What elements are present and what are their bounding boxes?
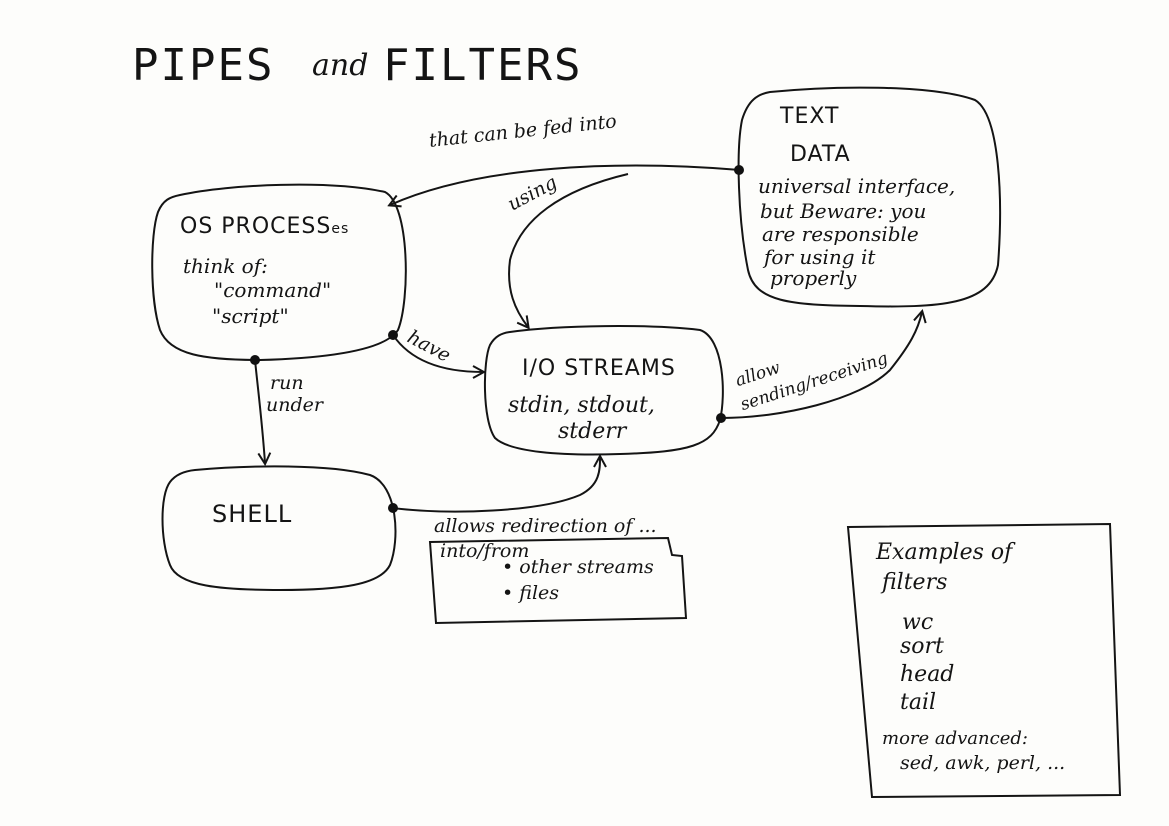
- edge-label-redirection: allows redirection of ...: [434, 515, 657, 537]
- node-text-data-body-3: for using it: [764, 245, 876, 269]
- node-os-processes-title: OS PROCESSes: [180, 214, 349, 239]
- node-io-streams-body-1: stderr: [558, 419, 627, 444]
- bullet-icon: •: [502, 582, 514, 604]
- filters-item-0: wc: [902, 610, 934, 635]
- node-text-data-body-2: are responsible: [762, 222, 919, 246]
- node-io-streams-title: I/O STREAMS: [522, 356, 676, 381]
- redirection-item-0-text: other streams: [519, 556, 654, 578]
- node-shell-shape: [161, 465, 397, 592]
- filters-heading-1: filters: [882, 570, 948, 595]
- edge-dot-processes-run: [250, 355, 260, 365]
- node-shell-title: SHELL: [212, 500, 293, 528]
- edge-processes-have-streams: [392, 334, 483, 372]
- node-os-processes-title-text: OS PROCESS: [180, 214, 332, 239]
- edge-using-to-streams: [508, 173, 629, 327]
- edge-text-to-processes: [390, 164, 741, 205]
- title-pipes: PIPES: [132, 40, 275, 91]
- node-text-data-body-4: properly: [770, 266, 857, 290]
- bullet-icon: •: [502, 556, 514, 578]
- edge-processes-run-under-shell: [254, 359, 265, 463]
- edge-dot-streams: [716, 413, 726, 423]
- edge-dot-shell: [388, 503, 398, 513]
- node-os-processes-suffix: es: [331, 221, 350, 237]
- edge-dot-processes-have: [388, 330, 398, 340]
- redirection-item-0: • other streams: [502, 556, 654, 578]
- redirection-box-shape: [428, 536, 688, 625]
- node-io-streams-body-0: stdin, stdout,: [508, 393, 655, 418]
- node-os-processes-shape: [151, 183, 407, 362]
- node-text-data-body-1: but Beware: you: [760, 199, 927, 223]
- node-os-processes-body-0: think of:: [183, 254, 268, 278]
- edge-streams-to-text: [721, 312, 922, 419]
- node-io-streams-shape: [483, 325, 724, 456]
- edge-label-under: under: [266, 394, 323, 416]
- node-text-data-shape: [737, 86, 1001, 308]
- filters-heading-0: Examples of: [876, 540, 1013, 565]
- edge-shell-to-streams: [391, 457, 600, 513]
- filters-advanced-items: sed, awk, perl, ...: [900, 752, 1066, 774]
- filters-box-shape: [846, 522, 1122, 799]
- node-os-processes-body-2: "script": [212, 304, 289, 328]
- redirection-item-1: • files: [502, 582, 559, 604]
- redirection-item-1-text: files: [519, 582, 560, 604]
- filters-advanced-heading: more advanced:: [882, 728, 1028, 749]
- filters-item-2: head: [900, 662, 955, 687]
- node-os-processes-body-1: "command": [214, 278, 332, 302]
- edge-dot-text-data: [734, 165, 744, 175]
- title-and: and: [312, 48, 369, 83]
- filters-item-3: tail: [900, 690, 937, 715]
- title-filters: FILTERS: [383, 40, 583, 91]
- edge-label-run: run: [270, 372, 304, 394]
- node-text-data-title1: TEXT: [780, 104, 840, 129]
- filters-item-1: sort: [900, 634, 944, 659]
- redirection-heading: into/from: [440, 540, 530, 562]
- node-text-data-body-0: universal interface,: [758, 174, 956, 198]
- node-text-data-title2: DATA: [790, 142, 851, 167]
